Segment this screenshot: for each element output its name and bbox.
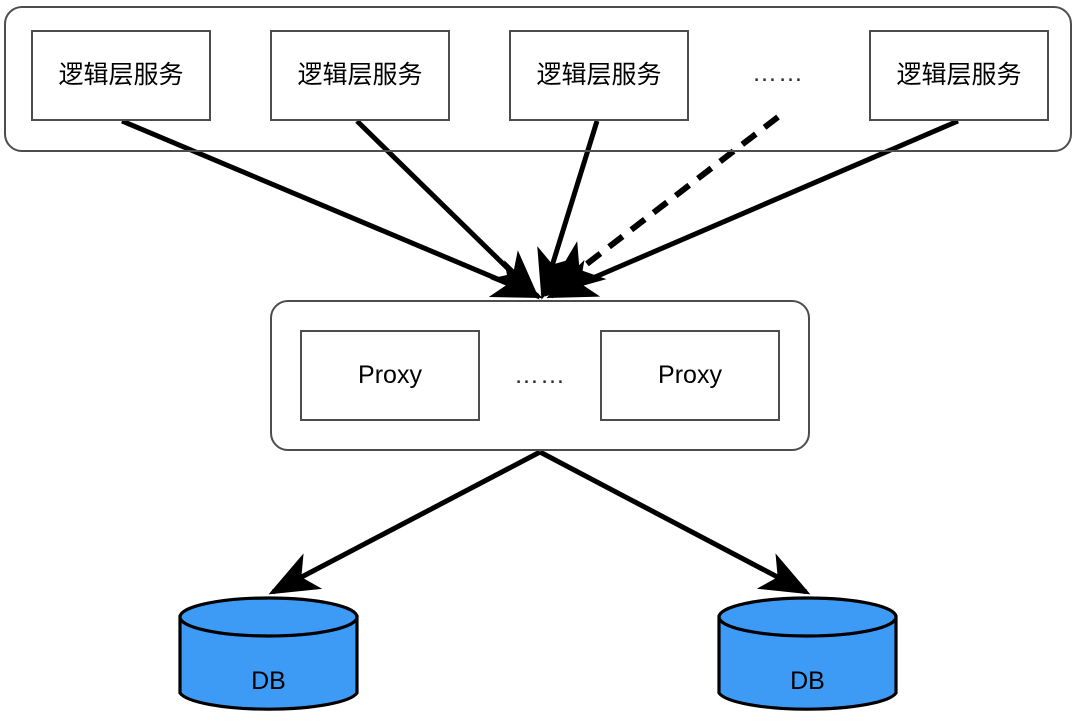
- proxy-label-1: Proxy: [358, 361, 422, 389]
- db-cylinder-shape-1: [178, 596, 359, 711]
- logic-service-label-2: 逻辑层服务: [297, 61, 423, 89]
- logic-service-label-3: 逻辑层服务: [536, 61, 662, 89]
- db-cylinder-shape-2: [717, 596, 898, 711]
- logic-layer-ellipsis: ……: [752, 58, 804, 87]
- logic-service-box-1[interactable]: 逻辑层服务: [31, 30, 211, 121]
- proxy-box-1[interactable]: Proxy: [300, 330, 480, 421]
- logic-service-label-1: 逻辑层服务: [58, 61, 184, 89]
- proxy-box-2[interactable]: Proxy: [600, 330, 780, 421]
- logic-layer-group: [4, 6, 1072, 152]
- database-label-2: DB: [790, 667, 825, 695]
- edge-proxy-to-db-2: [538, 449, 811, 595]
- edge-proxy-to-db-1: [268, 449, 542, 595]
- proxy-layer-group: [270, 300, 810, 451]
- proxy-layer-ellipsis: ……: [514, 360, 566, 389]
- logic-service-box-3[interactable]: 逻辑层服务: [509, 30, 689, 121]
- database-cylinder-1[interactable]: DB: [178, 596, 359, 714]
- database-label-1: DB: [251, 667, 286, 695]
- proxy-label-2: Proxy: [658, 361, 722, 389]
- logic-service-box-4[interactable]: 逻辑层服务: [869, 30, 1049, 121]
- logic-service-box-2[interactable]: 逻辑层服务: [270, 30, 450, 121]
- logic-service-label-4: 逻辑层服务: [896, 61, 1022, 89]
- database-cylinder-2[interactable]: DB: [717, 596, 898, 714]
